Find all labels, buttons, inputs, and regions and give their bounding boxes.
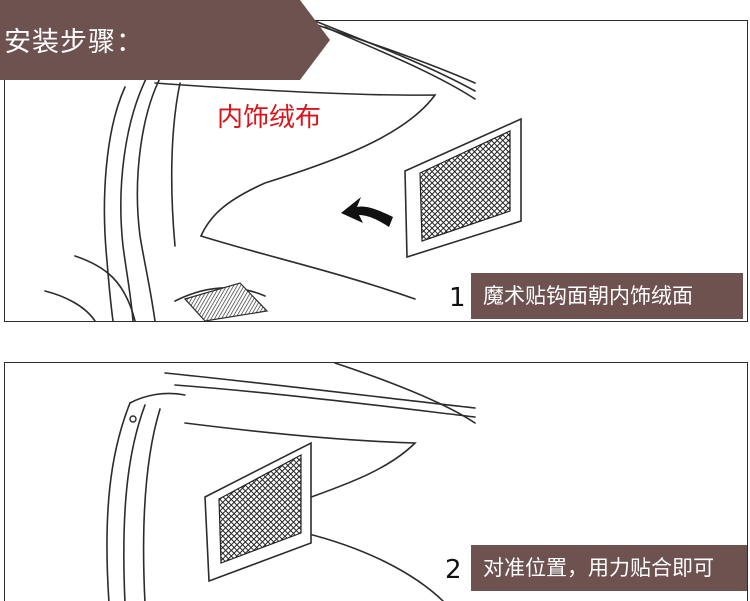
direction-arrow xyxy=(341,197,393,227)
velcro-pad xyxy=(404,117,522,259)
fabric-label: 内饰绒布 xyxy=(217,103,322,133)
step-2-caption: 对准位置，用力贴合即可 xyxy=(471,545,747,591)
header-title: 安装步骤： xyxy=(4,27,144,58)
bolt-hole xyxy=(129,415,137,423)
step-1-number: 1 xyxy=(449,283,466,313)
velcro-pad xyxy=(204,441,312,583)
header-banner: 安装步骤： xyxy=(0,0,330,80)
step-2-number: 2 xyxy=(445,555,462,585)
step-1-caption: 魔术贴钩面朝内饰绒面 xyxy=(471,273,743,319)
step-2-illustration xyxy=(106,363,476,601)
step-2-panel: 2 对准位置，用力贴合即可 xyxy=(4,362,748,601)
